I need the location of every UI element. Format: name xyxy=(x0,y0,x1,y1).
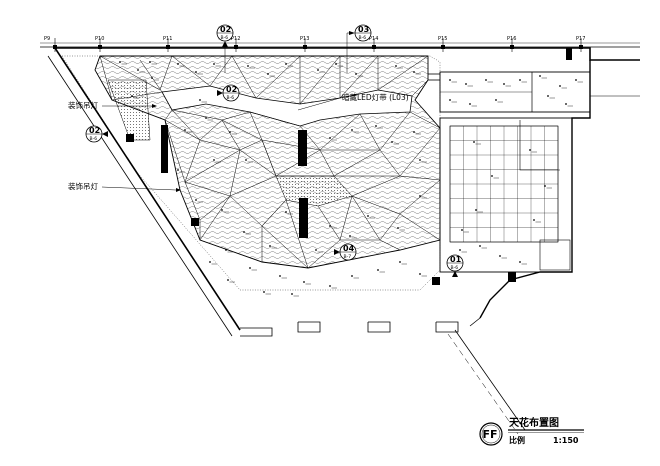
led-light-strips xyxy=(126,48,572,285)
light-strip-2 xyxy=(298,130,307,166)
section-marker-1-sheet: B-6 xyxy=(221,35,229,41)
section-marker-2-num: 03 xyxy=(358,25,369,34)
drawing-title: 天花布置图 xyxy=(509,416,559,429)
grid-label-p17: P17 xyxy=(576,36,585,42)
light-strip-6 xyxy=(432,277,440,285)
callout-pendant-lamp-1: 装饰吊灯 xyxy=(68,100,157,110)
section-marker-6-num: 01 xyxy=(450,255,462,264)
light-strip-5 xyxy=(191,218,199,226)
scale-value: 1:150 xyxy=(553,436,579,445)
grid-label-p12: P12 xyxy=(231,36,240,42)
fixture-annotations xyxy=(119,61,583,297)
drawing-badge-text: FF xyxy=(483,428,498,441)
grid-axis xyxy=(40,38,640,52)
callout-pendant-lamp-1-label: 装饰吊灯 xyxy=(68,100,98,110)
section-marker-2-sheet: B-6 xyxy=(359,35,367,41)
section-marker-2: 03 B-6 xyxy=(346,24,372,73)
section-marker-1-num: 02 xyxy=(220,25,231,34)
callout-led-strip: 暗藏LED灯带 (L03) xyxy=(297,92,409,111)
section-marker-5-sheet: B-7 xyxy=(344,254,352,260)
section-marker-1: 02 B-6 xyxy=(216,24,234,73)
section-marker-5-num: 04 xyxy=(343,244,355,253)
section-marker-6-sheet: B-6 xyxy=(451,265,459,271)
light-strip-3 xyxy=(299,198,308,238)
section-marker-6: 01 B-6 xyxy=(446,254,464,277)
grid-label-p16: P16 xyxy=(507,36,516,42)
section-marker-3-sheet: B-6 xyxy=(227,95,235,101)
callout-led-strip-label: 暗藏LED灯带 (L03) xyxy=(342,92,409,102)
section-marker-5: 04 B-7 xyxy=(334,243,357,261)
lower-wall-openings xyxy=(240,321,459,337)
light-strip-1 xyxy=(161,125,168,173)
section-marker-4-sheet: B-6 xyxy=(90,136,98,142)
section-marker-3: 02 B-6 xyxy=(217,84,240,102)
light-strip-8 xyxy=(566,48,572,60)
section-marker-4-num: 02 xyxy=(89,126,100,135)
faceted-ceiling-panel xyxy=(94,55,441,269)
grid-label-p11: P11 xyxy=(163,36,172,42)
grid-label-p15: P15 xyxy=(438,36,447,42)
light-strip-4 xyxy=(126,134,134,142)
callout-pendant-lamp-2: 装饰吊灯 xyxy=(68,181,181,192)
light-strip-7 xyxy=(508,272,516,282)
scale-label: 比例 xyxy=(509,435,525,445)
grid-label-p14: P14 xyxy=(369,36,378,42)
section-marker-4: 02 B-6 xyxy=(85,125,108,143)
grid-label-p13: P13 xyxy=(300,36,309,42)
grid-labels: P9 P10 P11 P12 P13 P14 P15 P16 P17 xyxy=(44,36,585,42)
title-block: FF 天花布置图 比例 1:150 xyxy=(479,416,584,446)
callout-pendant-lamp-2-label: 装饰吊灯 xyxy=(68,181,98,191)
section-marker-3-num: 02 xyxy=(226,85,237,94)
drawing-badge xyxy=(479,422,503,446)
right-rooms xyxy=(428,71,591,273)
grid-label-p10: P10 xyxy=(95,36,104,42)
grid-label-p9: P9 xyxy=(44,36,50,42)
